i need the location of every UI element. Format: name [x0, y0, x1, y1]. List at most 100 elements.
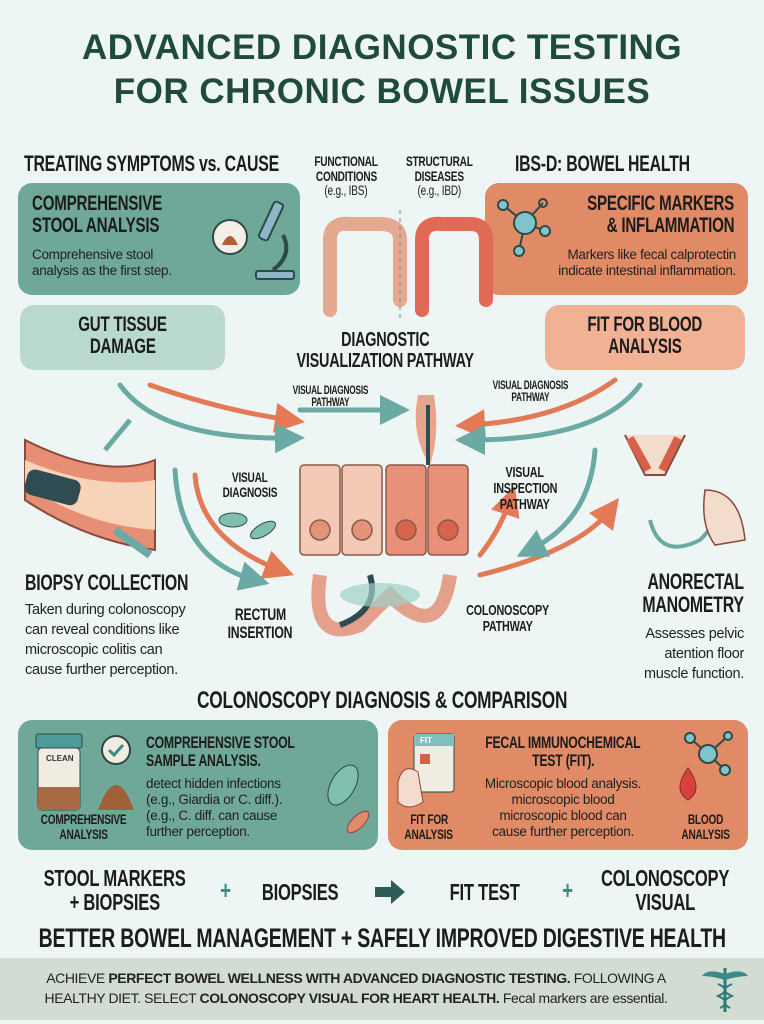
stool-card-desc2: analysis as the first step.: [32, 263, 172, 278]
desc-line: further perception.: [146, 824, 250, 839]
result-line: BETTER BOWEL MANAGEMENT + SAFELY IMPROVE…: [0, 923, 764, 953]
checkmark-icon: [101, 735, 131, 765]
intestinal-cells-illustration: [299, 464, 469, 637]
colon-scope-icon: [311, 573, 457, 637]
colonoscopy-pathway-label: COLONOSCOPY PATHWAY: [450, 603, 565, 635]
arrow-teal: [455, 382, 643, 455]
result-line-text: BETTER BOWEL MANAGEMENT + SAFELY IMPROVE…: [38, 923, 726, 953]
stool-card-desc1: Comprehensive stool: [32, 247, 154, 262]
title-line-1: ADVANCED DIAGNOSTIC TESTING: [81, 28, 683, 67]
gut-tissue-damage-box: GUT TISSUE DAMAGE: [20, 305, 225, 370]
formula-line: COLONOSCOPY: [600, 865, 730, 891]
healthy-colon-icon: [323, 216, 407, 317]
center-heading-line1: DIAGNOSTIC: [340, 329, 430, 351]
desc-line: Taken during colonoscopy: [25, 602, 186, 618]
manometry-title: ANORECTAL MANOMETRY: [603, 569, 745, 618]
colon-illustrations: [323, 210, 493, 320]
footer-text-part: FOLLOWING A HEALTHY DIET. SELECT: [44, 970, 667, 1006]
formula-line: STOOL MARKERS: [44, 865, 186, 891]
visual-diagnosis-label: VISUAL DIAGNOSIS: [210, 470, 290, 499]
biopsy-title: BIOPSY COLLECTION: [25, 571, 252, 594]
label-line: VISUAL DIAGNOSIS: [292, 385, 368, 397]
label-line: PATHWAY: [500, 495, 550, 513]
formula-line: FIT TEST: [449, 879, 521, 905]
desc-line: Assesses pelvic: [645, 626, 744, 642]
structural-line2: DISEASES: [414, 167, 464, 184]
functional-label: FUNCTIONAL CONDITIONS (e.g., IBS): [300, 154, 392, 198]
plus-sign: +: [561, 875, 573, 905]
biopsy-illustration: [24, 418, 156, 559]
page-title: ADVANCED DIAGNOSTIC TESTING FOR CHRONIC …: [0, 26, 764, 114]
manometry-illustration: [624, 434, 746, 549]
stool-sample-card: CLEAN COMPREHENSIVE ANALYSIS COMPREHENSI…: [18, 720, 378, 850]
formula-line: + BIOPSIES: [69, 889, 161, 916]
diagnostic-pathway-heading: DIAGNOSTIC VISUALIZATION PATHWAY: [255, 330, 515, 372]
structural-label: STRUCTURAL DISEASES (e.g., IBD): [393, 154, 485, 198]
comprehensive-analysis-caption: COMPREHENSIVE ANALYSIS: [24, 812, 144, 841]
arrow-teal: [172, 467, 270, 591]
caption-line: ANALYSIS: [681, 825, 731, 842]
pathway-arrows: [117, 377, 643, 591]
center-heading-line2: VISUALIZATION PATHWAY: [296, 350, 474, 372]
footer-text-part: Fecal markers are essential.: [499, 990, 668, 1006]
ibs-heading-text: IBS-D: BOWEL HEALTH: [515, 151, 690, 176]
label-line: VISUAL: [232, 469, 268, 485]
visual-diagnosis-pathway-left: VISUAL DIAGNOSIS PATHWAY: [265, 385, 395, 409]
caption-line: FIT FOR: [410, 811, 448, 827]
arrow-orange: [477, 498, 620, 578]
label-line: INSPECTION: [493, 479, 557, 497]
caption-line: COMPREHENSIVE: [41, 811, 127, 827]
treating-heading-text: TREATING SYMPTOMS vs. CAUSE: [24, 151, 279, 176]
molecule-icon: [497, 198, 551, 257]
desc-line: microscopic colitis can: [25, 642, 163, 658]
blood-drop-molecule-icon: [679, 731, 733, 801]
fit-card-label: FIT: [420, 736, 432, 745]
plus-sign: +: [219, 875, 231, 905]
caption-line: BLOOD: [688, 811, 724, 827]
desc-line: cause further perception.: [492, 824, 634, 839]
fit-test-card-icon: [397, 733, 455, 808]
markers-card: SPECIFIC MARKERS & INFLAMMATION Markers …: [485, 183, 748, 295]
inflamed-colon-icon: [415, 216, 493, 317]
desc-line: muscle function.: [644, 666, 744, 682]
footer-text-bold: COLONOSCOPY VISUAL FOR HEART HEALTH.: [199, 990, 500, 1006]
gut-tissue-line2: DAMAGE: [89, 335, 156, 359]
label-line: PATHWAY: [511, 392, 549, 405]
label-line: VISUAL: [505, 464, 545, 481]
arrow-teal: [117, 382, 305, 454]
desc-line: microscopic blood can: [499, 808, 627, 823]
fit-blood-box: FIT FOR BLOOD ANALYSIS: [545, 305, 745, 370]
treating-heading: TREATING SYMPTOMS vs. CAUSE: [24, 152, 378, 175]
manometry-title1: ANORECTAL: [647, 569, 745, 594]
formula-fit-test: FIT TEST: [430, 880, 540, 904]
desc-line: can reveal conditions like: [25, 622, 180, 638]
title-line: TEST (FIT).: [531, 750, 595, 770]
bacteria-icon: [327, 764, 370, 834]
footer-banner: ACHIEVE PERFECT BOWEL WELLNESS WITH ADVA…: [0, 958, 764, 1020]
label-line: VISUAL DIAGNOSIS: [492, 380, 568, 392]
label-line: DIAGNOSIS: [222, 483, 278, 500]
manometry-description: Assesses pelvic atention floor muscle fu…: [644, 624, 744, 684]
arrow-teal: [516, 447, 598, 557]
caption-line: ANALYSIS: [59, 825, 109, 842]
stool-card-title1: COMPREHENSIVE: [32, 192, 162, 215]
label-line: INSERTION: [227, 622, 293, 642]
visual-inspection-pathway-label: VISUAL INSPECTION PATHWAY: [480, 465, 570, 512]
stool-sample-desc: detect hidden infections (e.g., Giardia …: [146, 776, 282, 840]
microscope-icon: [212, 200, 295, 280]
arrow-orange: [147, 382, 305, 433]
formula-biopsies: BIOPSIES: [245, 880, 355, 904]
stool-analysis-card: COMPREHENSIVE STOOL ANALYSIS Comprehensi…: [18, 183, 300, 295]
manometry-title2: MANOMETRY: [642, 592, 745, 618]
arrow-right-icon: [375, 880, 405, 904]
footer-text-bold: PERFECT BOWEL WELLNESS WITH ADVANCED DIA…: [108, 970, 571, 986]
markers-card-title1: SPECIFIC MARKERS: [587, 192, 734, 215]
desc-line: Microscopic blood analysis.: [484, 776, 642, 791]
fit-desc: Microscopic blood analysis. microscopic …: [463, 776, 663, 840]
stool-icon: [98, 785, 134, 810]
comparison-heading-text: COLONOSCOPY DIAGNOSIS & COMPARISON: [196, 687, 568, 714]
arrow-orange: [477, 485, 520, 558]
plus-icon: +: [552, 875, 582, 905]
functional-line2: CONDITIONS: [315, 167, 377, 184]
label-line: PATHWAY: [311, 397, 349, 410]
